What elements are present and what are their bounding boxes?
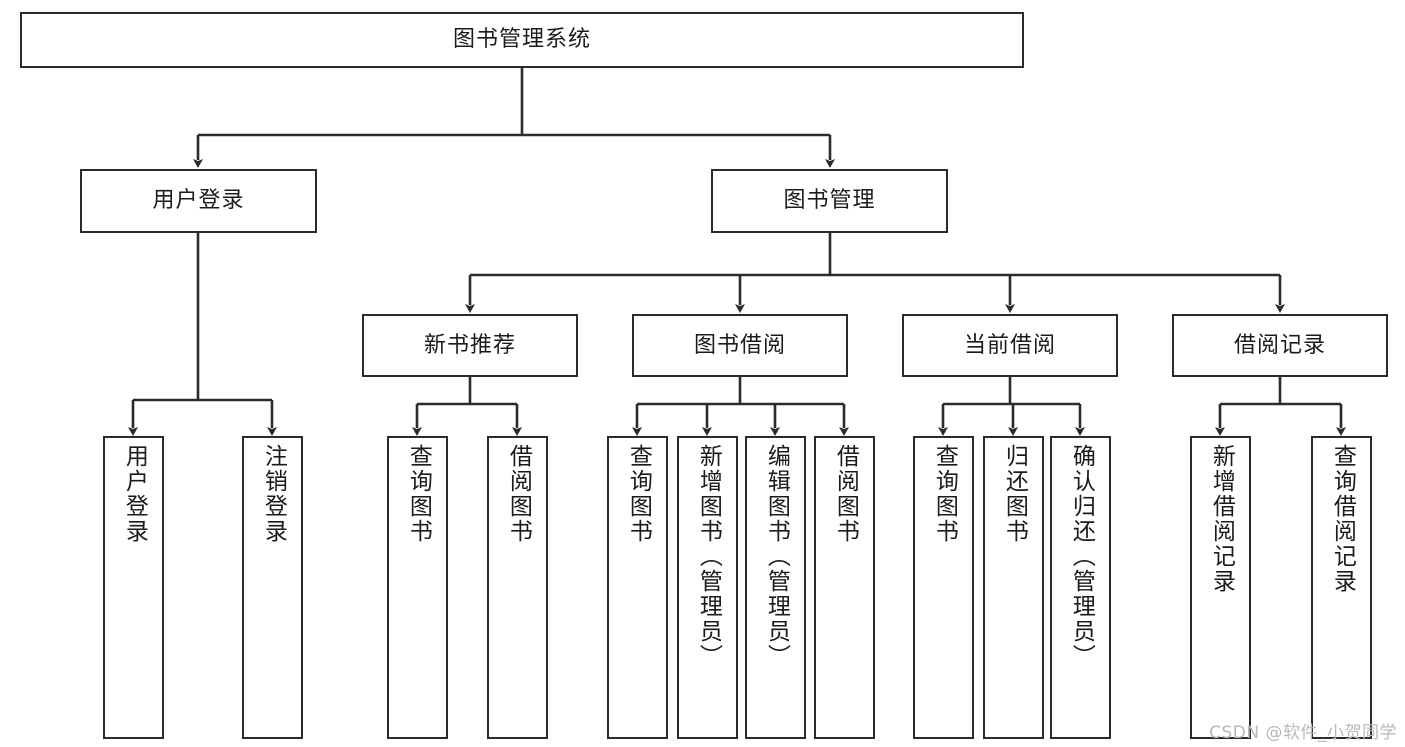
node-label: 图书管理系统 xyxy=(452,27,591,52)
node-leaf-4[interactable]: 查询图书 xyxy=(607,436,668,739)
node-label: 当前借阅 xyxy=(963,332,1056,358)
node-leaf-11[interactable]: 新增借阅记录 xyxy=(1190,436,1251,739)
node-label: 新增借阅记录 xyxy=(1208,444,1235,594)
node-label: 查询借阅记录 xyxy=(1329,444,1356,594)
node-level3-0[interactable]: 新书推荐 xyxy=(362,314,578,377)
node-label: 图书借阅 xyxy=(693,332,786,358)
node-label: 图书管理 xyxy=(783,188,876,213)
node-label: 查询图书 xyxy=(405,444,432,544)
node-label: 借阅记录 xyxy=(1233,332,1326,358)
node-leaf-2[interactable]: 查询图书 xyxy=(387,436,448,739)
node-label: 借阅图书 xyxy=(505,444,532,544)
node-leaf-9[interactable]: 归还图书 xyxy=(983,436,1044,739)
node-leaf-8[interactable]: 查询图书 xyxy=(913,436,974,739)
node-leaf-10[interactable]: 确认归还（管理员） xyxy=(1050,436,1111,739)
node-label: 确认归还（管理员） xyxy=(1068,444,1095,669)
node-label: 用户登录 xyxy=(152,188,245,213)
node-label: 归还图书 xyxy=(1001,444,1028,544)
node-level3-1[interactable]: 图书借阅 xyxy=(632,314,848,377)
node-label: 用户登录 xyxy=(121,444,148,544)
node-label: 新书推荐 xyxy=(423,332,516,358)
node-leaf-0[interactable]: 用户登录 xyxy=(103,436,164,739)
watermark: CSDN @软件_小贺同学 xyxy=(1209,723,1397,743)
node-label: 注销登录 xyxy=(260,444,287,544)
node-leaf-5[interactable]: 新增图书（管理员） xyxy=(677,436,738,739)
node-leaf-7[interactable]: 借阅图书 xyxy=(814,436,875,739)
node-label: 查询图书 xyxy=(625,444,652,544)
node-level3-3[interactable]: 借阅记录 xyxy=(1172,314,1388,377)
node-label: 新增图书（管理员） xyxy=(695,444,722,669)
node-root[interactable]: 图书管理系统 xyxy=(20,12,1024,68)
node-label: 查询图书 xyxy=(931,444,958,544)
node-level3-2[interactable]: 当前借阅 xyxy=(902,314,1118,377)
node-label: 编辑图书（管理员） xyxy=(763,444,790,669)
node-leaf-12[interactable]: 查询借阅记录 xyxy=(1311,436,1372,739)
node-level2-1[interactable]: 图书管理 xyxy=(711,169,948,233)
node-label: 借阅图书 xyxy=(832,444,859,544)
node-leaf-3[interactable]: 借阅图书 xyxy=(487,436,548,739)
node-leaf-1[interactable]: 注销登录 xyxy=(242,436,303,739)
node-leaf-6[interactable]: 编辑图书（管理员） xyxy=(745,436,806,739)
node-level2-0[interactable]: 用户登录 xyxy=(80,169,317,233)
